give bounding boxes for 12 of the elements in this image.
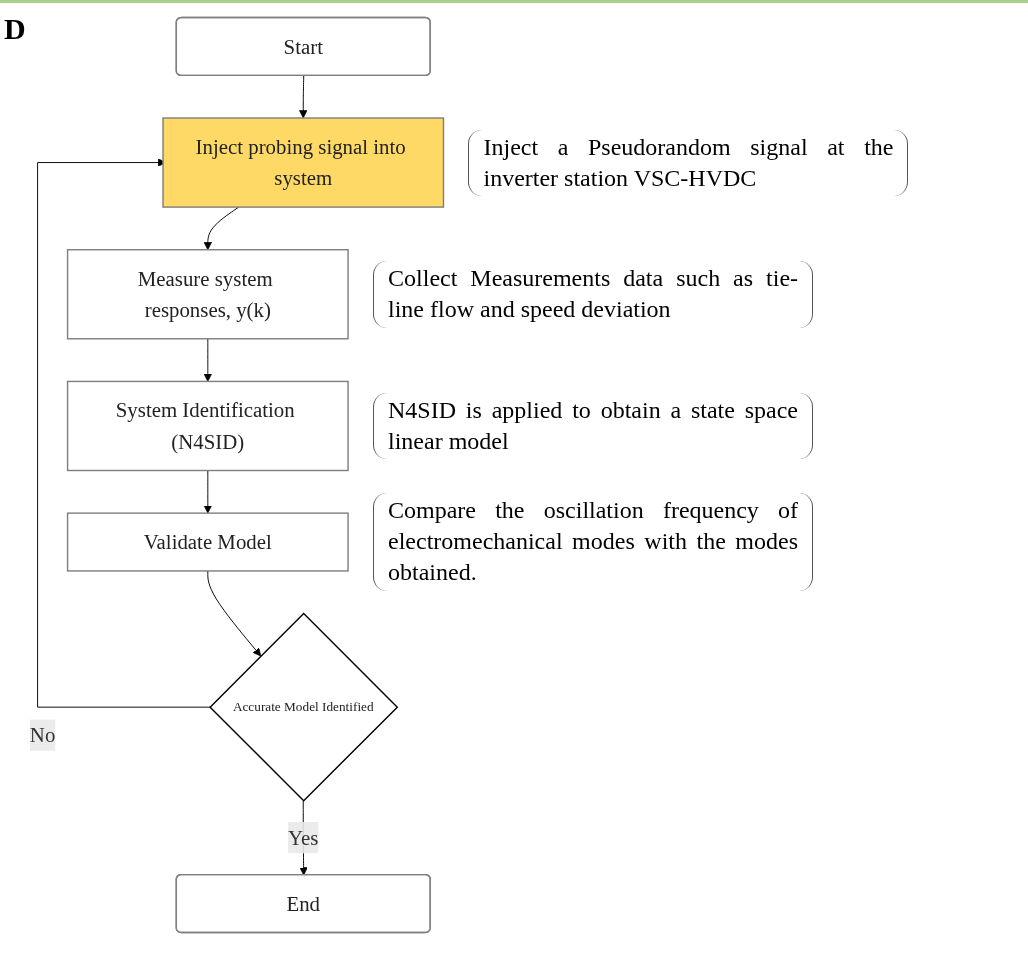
edge-label: Yes — [288, 825, 319, 850]
edge-label: No — [29, 723, 56, 747]
note-text: Collect Measurements data such as tie-line flow and speed deviation — [373, 261, 814, 328]
node-box: System Identification (N4SID) — [66, 380, 349, 472]
note-text: Inject a Pseudorandom signal at the inverter station VSC-HVDC — [468, 129, 909, 196]
node-box: Inject probing signal into system — [162, 117, 445, 208]
panel-letter: D — [4, 12, 26, 45]
note-text: N4SID is applied to obtain a state space linear model — [373, 392, 814, 460]
node-diamond: Accurate Model Identified — [209, 612, 399, 802]
node-box: Validate Model — [66, 512, 349, 572]
note-text: Compare the oscillation frequency of electromechanical modes with the modes obtained. — [373, 493, 814, 591]
node-box: Measure system responses, y(k) — [66, 249, 349, 340]
